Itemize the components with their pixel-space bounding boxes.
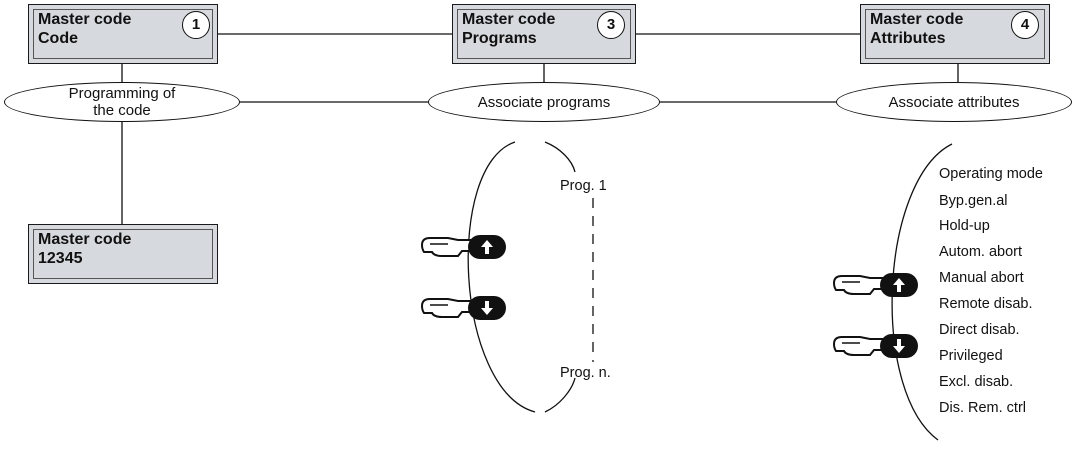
lcd-line-2: Attributes [870, 30, 946, 47]
attribute-item: Autom. abort [939, 244, 1023, 260]
lcd-master-code-attributes: Master code Attributes 4 [860, 4, 1050, 64]
step-badge: 4 [1011, 11, 1039, 39]
attribute-item: Excl. disab. [939, 374, 1014, 390]
oval-text-line-2: the code [93, 102, 151, 119]
program-last-label: Prog. n. [560, 365, 611, 381]
lcd-line-2: Programs [462, 30, 537, 47]
attribute-item: Operating mode [939, 166, 1043, 182]
lcd-line-1: Master code [462, 11, 556, 28]
step-badge: 3 [597, 11, 625, 39]
oval-text-line-1: Programming of [68, 85, 176, 102]
lcd-master-code-code: Master code Code 1 [28, 4, 218, 64]
oval-text: Associate attributes [888, 93, 1020, 111]
program-first-label: Prog. 1 [560, 178, 607, 194]
step-badge: 1 [182, 11, 210, 39]
lcd-line-1: Master code [870, 11, 964, 28]
lcd-master-code-value: Master code 12345 [28, 224, 218, 284]
hand-down-arrow-key-icon[interactable] [418, 293, 510, 323]
hand-up-arrow-key-icon[interactable] [418, 232, 510, 262]
lcd-master-code-programs: Master code Programs 3 [452, 4, 636, 64]
lcd-line-1: Master code [38, 231, 132, 248]
attribute-item: Byp.gen.al [939, 193, 1008, 209]
attribute-item: Privileged [939, 348, 1003, 364]
oval-associate-attributes: Associate attributes [836, 82, 1072, 122]
attribute-item: Dis. Rem. ctrl [939, 400, 1026, 416]
attribute-item: Direct disab. [939, 322, 1020, 338]
lcd-line-2: Code [38, 30, 78, 47]
hand-down-arrow-key-icon[interactable] [830, 331, 922, 361]
attribute-item: Hold-up [939, 218, 990, 234]
attribute-item: Remote disab. [939, 296, 1033, 312]
hand-up-arrow-key-icon[interactable] [830, 270, 922, 300]
lcd-line-1: Master code [38, 11, 132, 28]
oval-associate-programs: Associate programs [428, 82, 660, 122]
oval-text: Associate programs [477, 93, 611, 111]
oval-programming-of-the-code: Programming of the code [4, 82, 240, 122]
attribute-item: Manual abort [939, 270, 1024, 286]
lcd-line-2: 12345 [38, 250, 83, 267]
